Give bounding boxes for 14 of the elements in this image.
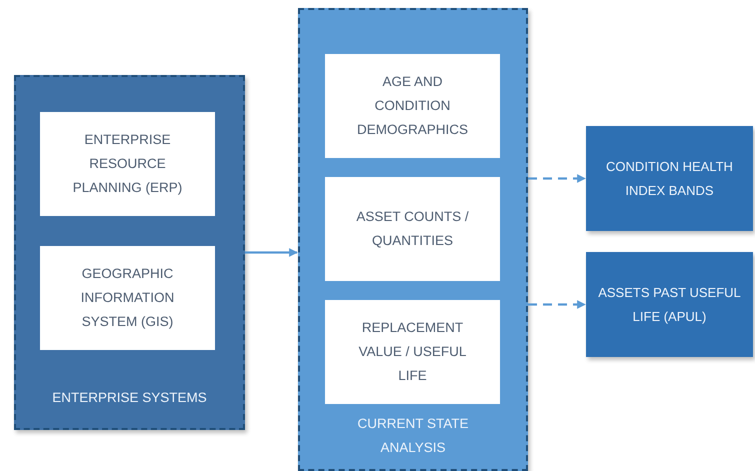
arrow [528, 174, 586, 183]
arrow [528, 300, 586, 309]
group-title: ENTERPRISE SYSTEMS [52, 389, 207, 407]
output-box: CONDITION HEALTH INDEX BANDS [586, 126, 753, 231]
arrow [245, 248, 298, 257]
source-box: ASSET COUNTS / QUANTITIES [325, 177, 500, 281]
group-panel [298, 8, 528, 471]
source-box: GEOGRAPHIC INFORMATION SYSTEM (GIS) [40, 246, 215, 350]
output-box: ASSETS PAST USEFUL LIFE (APUL) [586, 252, 753, 357]
source-box: REPLACEMENT VALUE / USEFUL LIFE [325, 300, 500, 404]
group-title: CURRENT STATE ANALYSIS [356, 415, 470, 457]
source-box: AGE AND CONDITION DEMOGRAPHICS [325, 54, 500, 158]
group-panel [14, 75, 245, 430]
source-box: ENTERPRISE RESOURCE PLANNING (ERP) [40, 112, 215, 216]
